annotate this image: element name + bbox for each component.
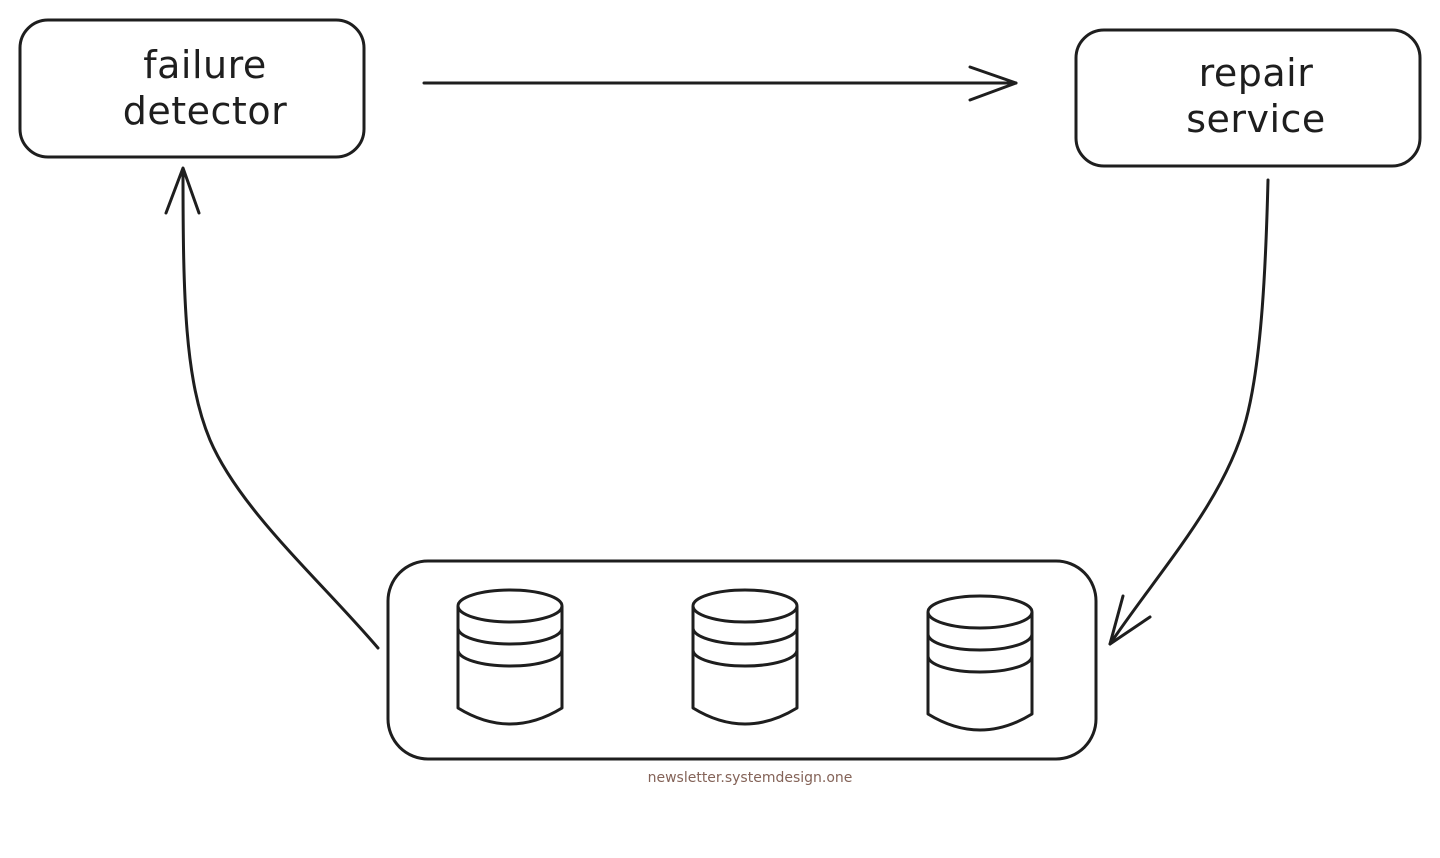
storage-group-box[interactable] [386,559,1098,761]
arrow-storage-to-detector [164,166,380,650]
database-icon[interactable] [456,588,564,726]
arrow-detector-to-repair [422,65,1018,102]
database-icon[interactable] [691,588,799,726]
watermark: newsletter.systemdesign.one [647,770,853,786]
failure-detector-label: failure detector [20,42,390,134]
database-cylinder [691,588,799,726]
database-icon[interactable] [926,594,1034,732]
arrow-repair-to-storage [1108,178,1270,646]
database-cylinder [456,588,564,726]
failure-detector-line2: detector [122,89,288,133]
repair-service-label: repair service [1076,50,1436,142]
failure-detector-line1: failure [143,43,267,87]
repair-service-line2: service [1186,97,1326,141]
failure-detector-box[interactable] [18,18,366,159]
database-cylinder [926,594,1034,732]
repair-service-box[interactable] [1074,28,1422,168]
repair-service-line1: repair [1198,51,1314,95]
